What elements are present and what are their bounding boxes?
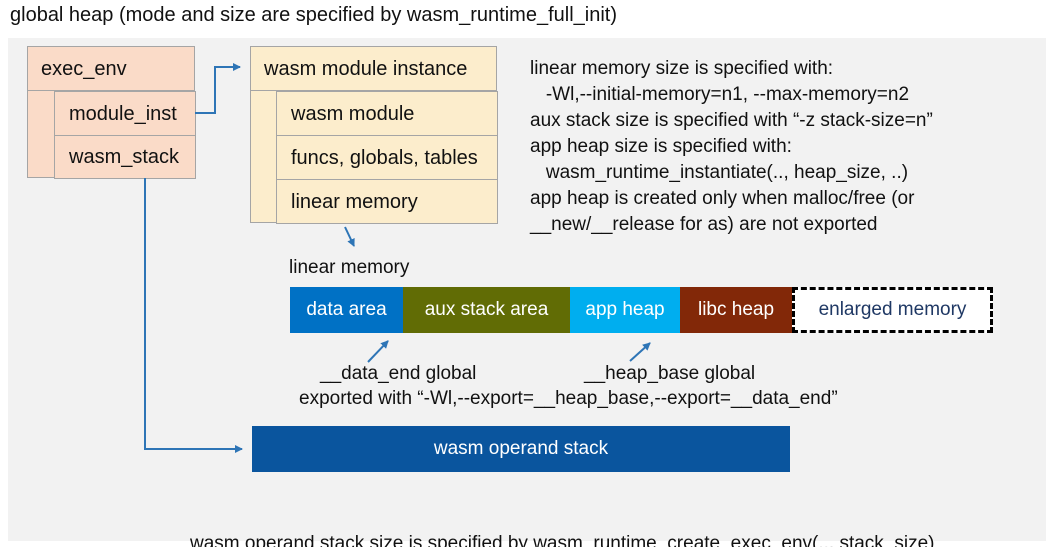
linear-memory-bar: data area aux stack area app heap libc h… [290, 287, 993, 333]
note-line: wasm_runtime_instantiate(.., heap_size, … [530, 162, 909, 183]
diagram-title: global heap (mode and size are specified… [10, 4, 617, 26]
data-end-global-label: __data_end global [320, 363, 477, 384]
memory-size-notes: linear memory size is specified with: -W… [530, 56, 1045, 238]
wasm-module-instance-box: wasm module instance wasm module funcs, … [250, 46, 498, 224]
exec-env-title: exec_env [28, 47, 194, 91]
heap-base-global-label: __heap_base global [584, 363, 756, 384]
segment-enlarged-memory: enlarged memory [792, 287, 993, 333]
module-instance-field-wasm-module: wasm module [276, 91, 498, 136]
segment-data-area: data area [290, 287, 403, 333]
module-instance-field-linear-memory: linear memory [276, 179, 498, 224]
segment-libc-heap: libc heap [680, 287, 792, 333]
wasm-module-instance-title: wasm module instance [251, 47, 496, 91]
segment-app-heap: app heap [570, 287, 680, 333]
note-line: linear memory size is specified with: [530, 58, 834, 79]
note-line: __new/__release for as) are not exported [530, 214, 878, 235]
note-line: app heap size is specified with: [530, 136, 792, 157]
note-line: -Wl,--initial-memory=n1, --max-memory=n2 [530, 84, 910, 105]
note-line: app heap is created only when malloc/fre… [530, 188, 915, 209]
note-line: aux stack size is specified with “-z sta… [530, 110, 933, 131]
exec-env-field-wasm-stack: wasm_stack [54, 135, 196, 179]
module-instance-field-funcs-globals-tables: funcs, globals, tables [276, 135, 498, 180]
operand-stack-notes: wasm operand stack size is specified by … [190, 481, 935, 547]
note-line: wasm operand stack size is specified by … [190, 533, 935, 547]
exported-with-note: exported with “-Wl,--export=__heap_base,… [299, 388, 838, 409]
linear-memory-label: linear memory [289, 257, 410, 278]
exec-env-field-module-inst: module_inst [54, 91, 196, 136]
wasm-operand-stack-bar: wasm operand stack [252, 426, 790, 472]
segment-aux-stack-area: aux stack area [403, 287, 570, 333]
exec-env-box: exec_env module_inst wasm_stack [27, 46, 196, 179]
